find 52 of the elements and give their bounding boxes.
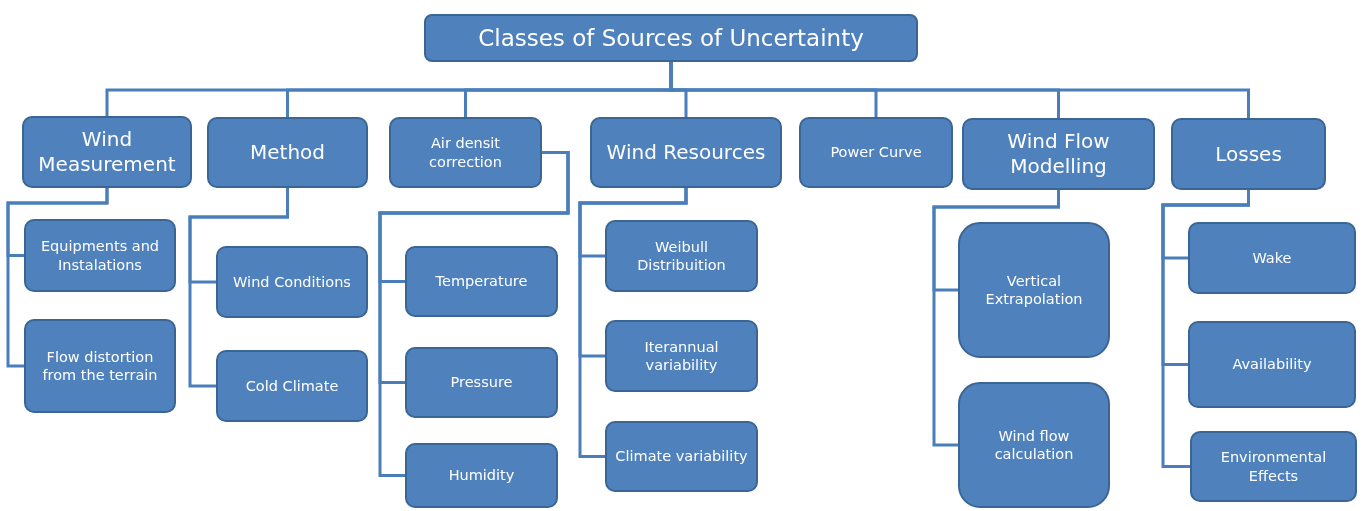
category-box bbox=[958, 222, 1110, 358]
category-box bbox=[405, 246, 558, 317]
category-box bbox=[24, 319, 176, 413]
connector-line bbox=[188, 188, 289, 388]
box-label: Wind Resources bbox=[606, 140, 766, 165]
box-label: Equipments and Instalations bbox=[39, 237, 161, 274]
box-label: Vertical Extrapolation bbox=[984, 271, 1084, 309]
category-box bbox=[605, 421, 758, 492]
box-label: Iterannual variability bbox=[643, 337, 720, 375]
category-box bbox=[799, 117, 953, 188]
category-box bbox=[24, 219, 176, 292]
category-box bbox=[389, 117, 542, 188]
box-label: Pressure bbox=[450, 373, 513, 392]
box-label: Classes of Sources of Uncertainty bbox=[478, 23, 864, 53]
box-label: Wind Flow Modelling bbox=[1006, 129, 1111, 179]
category-box bbox=[405, 443, 558, 508]
connector-line bbox=[932, 190, 1060, 447]
category-box bbox=[590, 117, 782, 188]
category-box bbox=[207, 117, 368, 188]
box-label: Cold Climate bbox=[245, 376, 339, 396]
box-label: Availability bbox=[1232, 355, 1312, 374]
category-box bbox=[962, 118, 1155, 190]
category-box bbox=[1188, 222, 1356, 294]
connector-line bbox=[578, 188, 688, 458]
category-box bbox=[216, 350, 368, 422]
box-label: Air densit correction bbox=[428, 134, 503, 171]
category-box bbox=[605, 220, 758, 292]
category-box bbox=[405, 347, 558, 418]
box-label: Weibull Distribuition bbox=[636, 237, 727, 275]
category-box bbox=[1171, 118, 1326, 190]
box-label: Losses bbox=[1215, 141, 1282, 167]
category-box bbox=[216, 246, 368, 318]
category-box bbox=[1188, 321, 1356, 408]
connector-line bbox=[378, 151, 570, 477]
box-label: Environmental Effects bbox=[1219, 448, 1328, 485]
connector-line bbox=[6, 188, 109, 368]
box-label: Wind Measurement bbox=[37, 127, 177, 177]
category-box bbox=[22, 116, 192, 188]
box-label: Flow distortion from the terrain bbox=[41, 347, 159, 385]
box-label: Method bbox=[250, 140, 325, 165]
category-box bbox=[605, 320, 758, 392]
category-box bbox=[424, 14, 918, 62]
box-label: Climate variability bbox=[615, 447, 748, 466]
box-label: Wake bbox=[1252, 248, 1292, 268]
category-box bbox=[958, 382, 1110, 508]
box-label: Power Curve bbox=[830, 143, 922, 162]
box-label: Wind flow calculation bbox=[993, 426, 1075, 464]
category-box bbox=[1190, 431, 1357, 502]
box-label: Humidity bbox=[448, 466, 515, 485]
box-label: Temperature bbox=[435, 272, 528, 291]
box-label: Wind Conditions bbox=[233, 272, 351, 292]
connector-line bbox=[1161, 190, 1250, 468]
